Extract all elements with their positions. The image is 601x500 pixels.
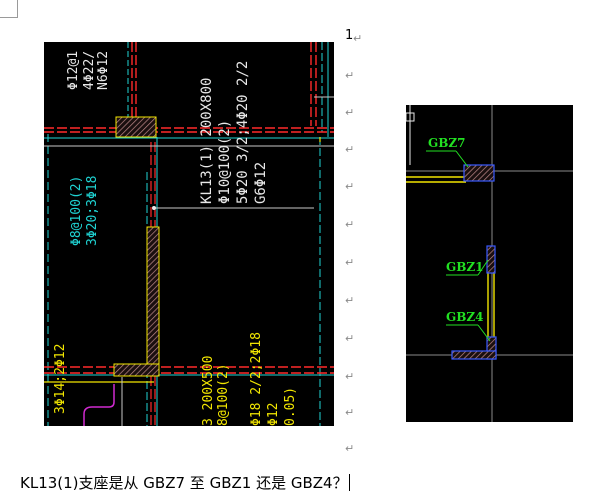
paragraph-mark: ↵ — [345, 69, 355, 82]
gbz-labels: GBZ7 GBZ1 GBZ4 — [428, 136, 484, 324]
bottom-annotation-line-5: 0.05) — [283, 387, 298, 426]
caption-text: KL13(1)支座是从 GBZ7 至 GBZ1 还是 GBZ4？ — [20, 474, 348, 492]
top-left-annotation-line-2: 4Φ22/ — [82, 51, 97, 90]
label-gbz7: GBZ7 — [428, 136, 466, 150]
label-gbz4: GBZ4 — [446, 310, 484, 324]
paragraph-mark: ↵ — [345, 370, 355, 383]
top-left-annotation: Φ12@1 4Φ22/ N6Φ12 — [66, 51, 111, 90]
label-gbz1: GBZ1 — [446, 260, 484, 274]
column-hatch — [146, 226, 160, 374]
cad-drawing-left[interactable]: KL13(1) 200X800 Φ10@100(2) 5Φ20 3/2;4Φ20… — [44, 42, 334, 426]
paragraph-mark: ↵ — [345, 218, 355, 231]
paragraph-mark: ↵ — [345, 406, 355, 419]
column-hatch — [113, 363, 160, 377]
bottom-annotation-line-2: 8@100(2) — [216, 363, 231, 426]
cad-drawing-right-svg: GBZ7 GBZ1 GBZ4 — [406, 105, 573, 422]
beam-annotation-line-4: G6Φ12 — [253, 162, 269, 204]
beam-annotation-line-3: 5Φ20 3/2;4Φ20 2/2 — [235, 61, 251, 204]
caption-paragraph[interactable]: KL13(1)支座是从 GBZ7 至 GBZ1 还是 GBZ4？ — [20, 472, 350, 493]
magenta-curve — [83, 384, 115, 426]
paragraph-mark: ↵ — [345, 256, 355, 269]
paragraph-mark: ↵ — [345, 143, 355, 156]
column-gbz4-horizontal — [451, 350, 497, 360]
leader-dot — [152, 206, 156, 210]
cad-drawing-left-svg: KL13(1) 200X800 Φ10@100(2) 5Φ20 3/2;4Φ20… — [44, 42, 334, 426]
text-cursor — [348, 474, 350, 491]
leader-line — [477, 324, 491, 342]
beam-annotation-line-1: KL13(1) 200X800 — [199, 78, 215, 204]
page-corner-mark — [0, 0, 18, 18]
column-hatch — [115, 116, 157, 138]
bottom-annotation-line-3: Φ18 2/2;2Φ18 — [249, 332, 264, 426]
leader-line — [477, 259, 489, 276]
cad-drawing-right[interactable]: GBZ7 GBZ1 GBZ4 — [406, 105, 573, 422]
paragraph-mark: ↵ — [345, 180, 355, 193]
column-gbz7 — [463, 164, 495, 182]
top-left-annotation-line-3: N6Φ12 — [96, 51, 111, 90]
left-vertical-annotation-line-2: 3Φ20;3Φ18 — [85, 176, 100, 246]
left-vertical-annotation-line-1: Φ8@100(2) — [69, 176, 84, 246]
bottom-annotation: 3 200X500 8@100(2) Φ18 2/2;2Φ18 Φ12 0.05… — [201, 332, 298, 426]
paragraph-mark: ↵ — [345, 106, 355, 119]
beam-annotation: KL13(1) 200X800 Φ10@100(2) 5Φ20 3/2;4Φ20… — [199, 61, 269, 204]
top-left-annotation-line-1: Φ12@1 — [66, 51, 81, 90]
bottom-annotation-line-4: Φ12 — [266, 403, 281, 426]
paragraph-mark: ↵ — [345, 294, 355, 307]
paragraph-mark: ↵ — [345, 442, 355, 455]
left-lower-annotation: 3Φ14;2Φ12 — [53, 344, 68, 414]
paragraph-mark: ↵ — [345, 332, 355, 345]
column-gbz1 — [486, 245, 496, 274]
left-vertical-annotation: Φ8@100(2) 3Φ20;3Φ18 — [69, 176, 100, 246]
bottom-annotation-line-1: 3 200X500 — [201, 356, 216, 426]
page-number: 1 — [345, 28, 354, 43]
leader-line — [455, 150, 469, 168]
beam-annotation-line-2: Φ10@100(2) — [217, 120, 233, 204]
paragraph-mark: ↵ — [353, 32, 363, 45]
